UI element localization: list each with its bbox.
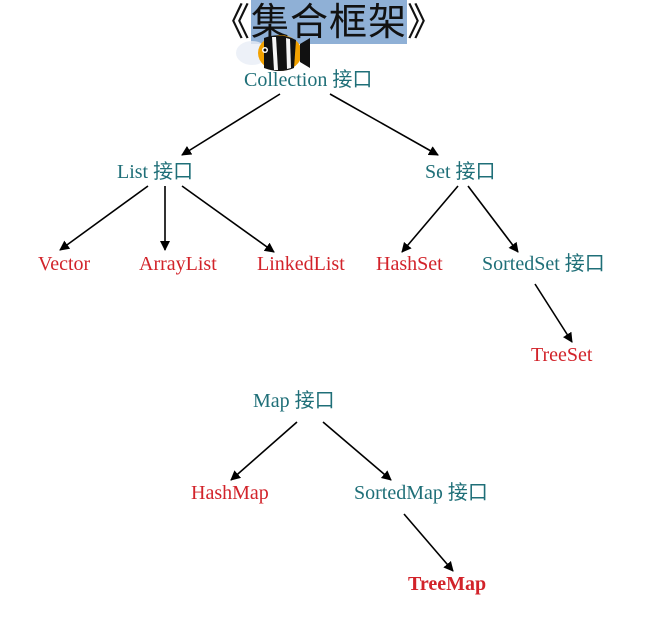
- node-set-interface: Set 接口: [425, 161, 496, 183]
- node-treemap: TreeMap: [408, 573, 487, 595]
- edge-set-hashset: [401, 185, 459, 253]
- edge-map-sortedmap: [322, 421, 392, 481]
- edge-list-vector: [59, 185, 149, 251]
- node-sortedset-interface: SortedSet 接口: [482, 253, 605, 275]
- node-sortedmap-interface: SortedMap 接口: [354, 482, 488, 504]
- title-open-bracket: 《: [212, 0, 252, 44]
- node-hashmap: HashMap: [191, 482, 269, 504]
- edge-map-hashmap: [230, 421, 298, 481]
- node-vector: Vector: [38, 253, 91, 275]
- node-linkedlist: LinkedList: [257, 253, 345, 275]
- edge-sortedset-treeset: [534, 283, 573, 343]
- page-title: 《集合框架》: [212, 0, 446, 44]
- node-map-interface: Map 接口: [253, 390, 335, 412]
- node-hashset: HashSet: [376, 253, 443, 275]
- edge-list-linkedlist: [181, 185, 275, 253]
- edge-collection-list: [181, 93, 281, 156]
- edge-collection-set: [329, 93, 439, 156]
- edge-sortedmap-treemap: [403, 513, 454, 572]
- node-treeset: TreeSet: [531, 344, 593, 366]
- node-arraylist: ArrayList: [139, 253, 217, 275]
- node-list-interface: List 接口: [117, 161, 194, 183]
- title-close-bracket: 》: [407, 0, 447, 44]
- edge-set-sortedset: [467, 185, 519, 253]
- title-text: 集合框架: [251, 0, 408, 44]
- node-collection-interface: Collection 接口: [244, 69, 373, 91]
- clownfish-icon: [236, 35, 310, 71]
